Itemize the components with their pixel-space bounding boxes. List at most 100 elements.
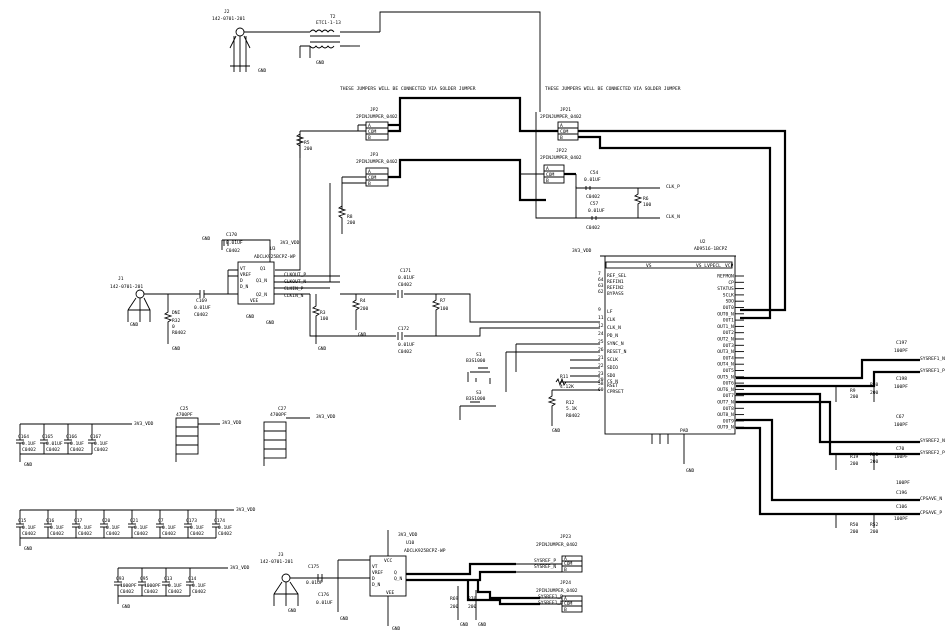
c54-pkg: C0402 (586, 194, 600, 200)
u2-pin-number: 24 (598, 331, 604, 337)
cap-value: 0.1UF (78, 525, 92, 531)
r8-ref: R8 (347, 214, 353, 220)
r12-pkg: R0402 (566, 413, 580, 419)
c176-val: 0.01UF (316, 600, 333, 606)
u2-part: AD9516-1BCPZ (694, 246, 727, 252)
u2-pin-number: 21 (598, 355, 604, 361)
gnd-label: GND (358, 332, 367, 338)
svg-text:D_N: D_N (240, 284, 249, 290)
r32-pkg: R0402 (172, 330, 186, 336)
j1-part: 142-0701-201 (110, 284, 143, 290)
c172-val: 0.01UF (398, 342, 415, 348)
c67-val: 100PF (894, 422, 908, 428)
u2-pin-name: SYNC_N (607, 341, 624, 347)
svg-text:D: D (372, 576, 375, 582)
cap-value: 0.1UF (70, 441, 84, 447)
resistor-r70: R70 200 (468, 590, 477, 620)
cap-value: 0.1UF (134, 525, 148, 531)
cap-value: 0.1UF (190, 525, 204, 531)
r7-val: 100 (440, 306, 449, 312)
cap-ref: C173 (186, 518, 197, 524)
connector-j1: J1 142-0701-201 GND (110, 276, 151, 328)
s3-part: B3S1000 (466, 396, 486, 402)
vcc-label: 3V3_VDD (134, 421, 154, 427)
gnd-label: GND (172, 346, 181, 352)
cap-value: 0.1UF (162, 525, 176, 531)
gnd-label: GND (246, 314, 255, 320)
u2-pin-number: 9 (598, 307, 601, 313)
cap-ref: C95 (140, 576, 149, 582)
net-sysref1-n: SYSREF1_N (920, 356, 945, 362)
clk-p-label: CLK_P (666, 184, 680, 190)
t2-ref: T2 (330, 14, 336, 20)
svg-text:VEE: VEE (386, 590, 395, 596)
u2-pin-name: OUT1 (723, 318, 734, 324)
u2-pin-name: REF_SEL (607, 273, 627, 279)
u2-pin-number: 60 (598, 387, 604, 393)
capacitor-c70: C70 100PF (894, 446, 908, 460)
svg-text:VREF: VREF (372, 570, 383, 576)
u2-pin-number: 12 (598, 323, 604, 329)
u2-pin-name: OUT0 (723, 305, 734, 311)
gnd-label: GND (392, 626, 401, 632)
c197-val: 100PF (894, 348, 908, 354)
resistor-r7: R7 100 (431, 294, 449, 336)
jp22-part: 2PINJUMPER_0402 (540, 155, 582, 161)
cap-value: 1000PF (144, 583, 161, 589)
cap-ref: C164 (18, 434, 29, 440)
svg-text:VCP: VCP (725, 263, 734, 269)
jp22-ref: JP22 (556, 148, 567, 154)
jumper-note-1: THESE JUMPERS WILL BE CONNECTED VIA SOLD… (340, 86, 476, 92)
r70-val: 200 (468, 604, 477, 610)
svg-text:B: B (368, 181, 371, 187)
c106-ref: C106 (896, 504, 907, 510)
svg-text:VEE: VEE (250, 298, 259, 304)
vcc-label: 3V3_VDD (230, 565, 250, 571)
u2-pin-name: OUT7_N (717, 400, 734, 406)
gnd-label: GND (258, 68, 267, 74)
c106-val: 100PF (894, 516, 908, 522)
resistor-r8: R8 200 (337, 205, 356, 234)
svg-text:Q: Q (394, 570, 397, 576)
u3-part: ADCLK925BCPZ-WP (254, 254, 296, 260)
u2-pin-name: RSET (607, 383, 618, 389)
c169-val: 0.01UF (194, 305, 211, 311)
u2-pin-number: 7 (598, 271, 601, 277)
u2-pin-name: LF (607, 309, 613, 315)
r10-val: 200 (870, 390, 879, 396)
u2-pin-name: OUT4_N (717, 362, 734, 368)
svg-text:VS: VS (646, 263, 652, 269)
resistor-r32: DNI R32 0 R0402 GND (163, 294, 186, 352)
cap-package: C0402 (218, 531, 232, 537)
svg-text:COM: COM (368, 129, 377, 135)
r69-val: 200 (450, 604, 459, 610)
cap-ref: C167 (90, 434, 101, 440)
capacitor-c171: C171 0.01UF C0402 (397, 268, 415, 298)
gnd-label: GND (552, 428, 561, 434)
u2-pin-name: OUT8 (723, 406, 734, 412)
c198-ref: C198 (896, 376, 907, 382)
jp21-part: 2PINJUMPER_0402 (540, 114, 582, 120)
gnd-label: GND (318, 346, 327, 352)
cap-package: C0402 (22, 447, 36, 453)
c25-val: 4700PF (176, 412, 193, 418)
s1-ref: S1 (476, 352, 482, 358)
svg-text:B: B (564, 607, 567, 613)
r9-ref: R9 (850, 388, 856, 394)
u2-pin-number: 62 (598, 289, 604, 295)
r4-ref: R4 (360, 298, 366, 304)
cap-package: C0402 (192, 589, 206, 595)
cap-value: 0.1UF (94, 441, 108, 447)
u2-pin-name: OUT9 (723, 418, 734, 424)
c54-val: 0.01UF (584, 177, 601, 183)
svg-text:VS_LVPECL: VS_LVPECL (696, 263, 721, 269)
c57-pkg: C0402 (586, 225, 600, 231)
